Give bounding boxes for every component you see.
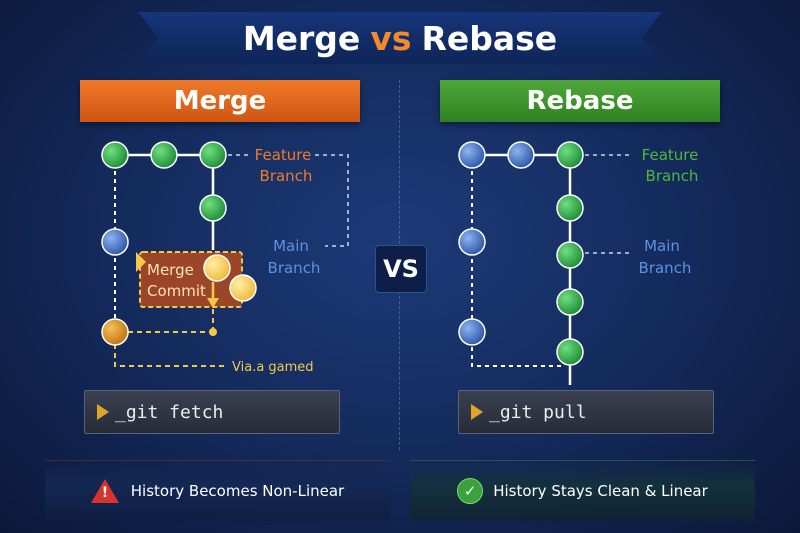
merge-down-arrow-head — [207, 298, 219, 308]
title-vs: vs — [370, 18, 412, 58]
merge-main-label-2: Branch — [268, 259, 321, 277]
rebase-header: Rebase — [440, 80, 720, 122]
rebase-commit-main-4 — [458, 318, 486, 346]
check-icon: ✓ — [457, 478, 484, 504]
merge-commit-node-b — [229, 274, 257, 302]
merge-yellow-dot — [209, 328, 217, 336]
merge-feature-label-2: Branch — [260, 167, 313, 185]
merge-main-label-1: Main — [273, 237, 309, 255]
rebase-commit-feature-4 — [556, 288, 584, 316]
merge-footer-text: History Becomes Non-Linear — [130, 482, 345, 500]
merge-bottom-dashed — [114, 344, 225, 367]
merge-commit-arrow-left — [136, 252, 146, 272]
rebase-footer: ✓ History Stays Clean & Linear — [410, 460, 755, 521]
rebase-command-box: _git pull — [458, 390, 714, 434]
merge-commit-main-2 — [101, 318, 129, 346]
merge-command-text: _git fetch — [115, 401, 224, 423]
title-merge: Merge — [242, 18, 361, 58]
title-rebase: Rebase — [421, 18, 558, 58]
rebase-commit-feature-2 — [556, 194, 584, 222]
rebase-commit-main-3 — [458, 228, 486, 256]
rebase-main-label-2: Branch — [639, 259, 692, 277]
rebase-commit-main-1 — [458, 141, 486, 169]
rebase-command-text: _git pull — [489, 401, 587, 423]
rebase-commit-feature-5 — [556, 338, 584, 366]
merge-commit-label-1: Merge — [147, 261, 194, 279]
merge-feature-label-1: Feature — [255, 146, 312, 164]
merge-command-box: _git fetch — [84, 390, 340, 434]
rebase-commit-feature-1 — [556, 141, 584, 169]
rebase-main-dashed — [471, 155, 562, 367]
merge-commit-label-2: Commit — [147, 282, 206, 300]
merge-commit-feature-2 — [150, 141, 178, 169]
merge-header: Merge — [80, 80, 360, 122]
title-banner: Merge vs Rebase — [138, 12, 662, 64]
merge-annotation: Via.a gamed — [232, 360, 314, 375]
rebase-graph: Feature Branch Main Branch — [458, 141, 699, 385]
rebase-footer-text: History Stays Clean & Linear — [493, 482, 708, 500]
vs-badge: VS — [375, 245, 427, 293]
merge-commit-feature-3 — [199, 141, 227, 169]
prompt-icon — [471, 404, 483, 420]
merge-commit-main-1 — [101, 228, 129, 256]
merge-footer: ! History Becomes Non-Linear — [45, 460, 390, 521]
prompt-icon — [97, 404, 109, 420]
merge-graph: Merge Commit Feature Branch Main Branch … — [101, 141, 349, 375]
rebase-feature-label-2: Branch — [646, 167, 699, 185]
merge-commit-node-a — [203, 254, 231, 282]
rebase-main-label-1: Main — [644, 237, 680, 255]
warning-icon: ! — [90, 479, 119, 503]
merge-outer-dashed — [315, 154, 349, 247]
merge-commit-feature-4 — [199, 194, 227, 222]
rebase-feature-label-1: Feature — [642, 146, 699, 164]
rebase-commit-main-2 — [507, 141, 535, 169]
merge-commit-feature-1 — [101, 141, 129, 169]
rebase-commit-feature-3 — [556, 241, 584, 269]
